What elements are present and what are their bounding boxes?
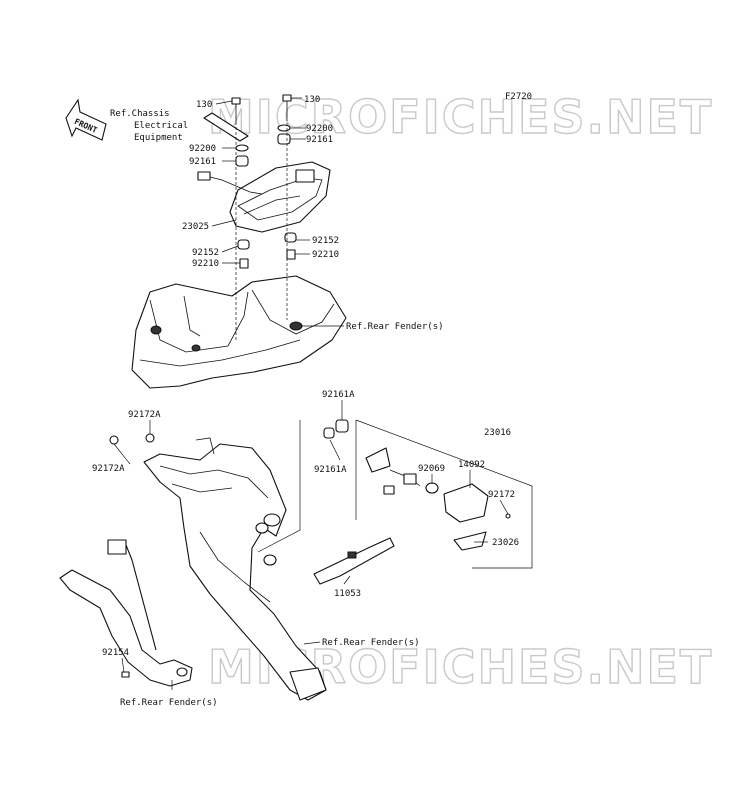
figure-code: F2720 [505,92,532,102]
label-92152-right: 92152 [312,236,339,246]
label-92200-right: 92200 [306,124,333,134]
strap [203,112,249,142]
label-92152-left: 92152 [192,248,219,258]
grommet-92152-left [237,239,250,250]
label-23025: 23025 [182,222,209,232]
leader-lines [113,97,509,690]
connector-leader [257,420,301,553]
label-92161-right: 92161 [306,135,333,145]
label-92069: 92069 [418,464,445,474]
collar-92210-right [286,249,296,260]
washer-92200-right [277,124,291,132]
ref-chassis-line1: Ref.Chassis [110,109,170,119]
label-23016: 23016 [484,428,511,438]
group-outline-23016 [355,419,533,569]
label-92161-left: 92161 [189,157,216,167]
label-ref-rear-fender-3: Ref.Rear Fender(s) [120,698,218,708]
label-92210-left: 92210 [192,259,219,269]
rear-fender-assembly [131,275,347,389]
label-11053: 11053 [334,589,361,599]
license-plate-bracket-11053 [313,537,395,585]
license-bracket [143,437,327,701]
label-92154: 92154 [102,648,129,658]
front-arrow-icon: FRONT [65,98,107,141]
ref-chassis-line3: Equipment [134,133,183,143]
label-130-left: 130 [196,100,212,110]
license-lamp-23016 [323,419,511,551]
collar-92210-left [239,258,249,269]
label-92172: 92172 [488,490,515,500]
grommet-92161-left [235,155,249,167]
label-ref-rear-fender-2: Ref.Rear Fender(s) [322,638,420,648]
label-ref-rear-fender-1: Ref.Rear Fender(s) [346,322,444,332]
label-130-right: 130 [304,95,320,105]
screw-92172A-right [145,433,155,443]
label-92172A-bottom: 92172A [92,464,125,474]
screw-92172A-left [109,435,119,445]
label-92161A-top: 92161A [322,390,355,400]
label-92172A-top: 92172A [128,410,161,420]
label-92161A-bottom: 92161A [314,465,347,475]
label-23026: 23026 [492,538,519,548]
grab-rail [59,539,193,687]
grommet-92161-right [277,133,291,145]
label-14092: 14092 [458,460,485,470]
bolt-92154 [121,671,130,678]
ref-chassis-line2: Electrical [134,121,188,131]
tail-light-23025 [197,161,331,233]
grommet-92152-right [284,232,297,243]
label-92210-right: 92210 [312,250,339,260]
washer-92200-left [235,144,249,152]
label-92200-left: 92200 [189,144,216,154]
